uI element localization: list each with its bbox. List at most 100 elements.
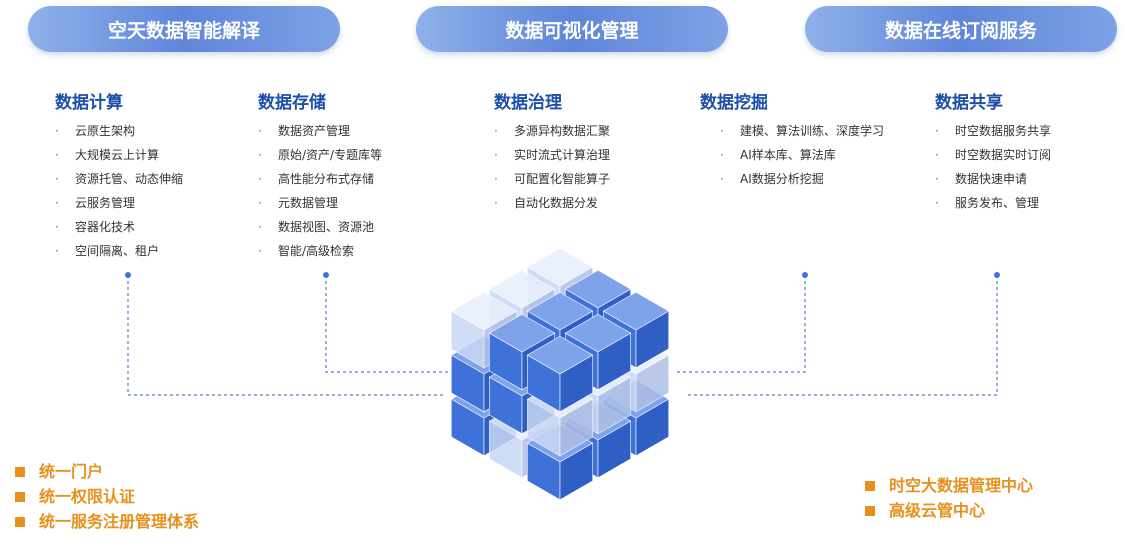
bullet-square-icon: [15, 516, 25, 527]
list-item: · 高性能分布式存储: [258, 167, 382, 191]
bullet-square-icon: [865, 505, 875, 516]
list-item: ·原始/资产/专题库等: [258, 143, 382, 167]
bullet-square-icon: [15, 466, 25, 477]
item-label: 多源异构数据汇聚: [514, 124, 611, 138]
feature-label: 时空大数据管理中心: [889, 476, 1034, 495]
item-label: 数据资产管理: [278, 124, 351, 138]
cube-face: [597, 420, 632, 479]
item-label: 云原生架构: [75, 124, 136, 138]
header-pill-interpretation: 空天数据智能解译: [28, 6, 340, 52]
list-item: · 数据资产管理: [258, 119, 382, 143]
item-label: 数据视图、资源池: [278, 220, 375, 234]
feature-item: 统一权限认证: [15, 484, 199, 509]
left-feature-list: 统一门户 统一权限认证 统一服务注册管理体系: [15, 459, 199, 534]
connector-dot: [125, 272, 131, 278]
feature-item: 统一门户: [15, 459, 199, 484]
bullet-icon: ·: [258, 244, 262, 258]
data-cube-illustration: [450, 247, 670, 501]
list-item: · 空间隔离、租户: [55, 239, 183, 263]
item-label: 资源托管、动态伸缩: [75, 172, 184, 186]
feature-label: 统一门户: [39, 462, 104, 481]
column-title: 数据计算: [55, 93, 123, 113]
item-label: 空间隔离、租户: [75, 244, 160, 258]
bullet-icon: ·: [720, 148, 724, 162]
item-label: 可配置化智能算子: [514, 172, 611, 186]
bullet-icon: ·: [494, 148, 498, 162]
bullet-square-icon: [15, 491, 25, 502]
cube-face: [597, 376, 632, 435]
list-item: · 服务发布、管理: [935, 191, 1051, 215]
header-pill-subscription: 数据在线订阅服务: [805, 6, 1117, 52]
list-item: · 云服务管理: [55, 191, 183, 215]
column-sharing: 数据共享·时空数据服务共享·时空数据实时订阅·数据快速申请·服务发布、管理: [935, 88, 1051, 215]
item-label: 智能/高级检索: [278, 244, 355, 258]
bullet-icon: ·: [494, 124, 498, 138]
list-item: ·时空数据服务共享: [935, 119, 1051, 143]
column-governance: 数据治理·多源异构数据汇聚·实时流式计算治理·可配置化智能算子·自动化数据分发: [494, 88, 610, 215]
bullet-icon: ·: [935, 124, 939, 138]
column-title: 数据挖掘: [700, 93, 768, 113]
item-label: 大规模云上计算: [75, 148, 160, 162]
list-item: · AI数据分析挖掘: [720, 167, 884, 191]
item-label: 数据快速申请: [955, 172, 1028, 186]
item-label: 高性能分布式存储: [278, 172, 375, 186]
list-item: ·实时流式计算治理: [494, 143, 610, 167]
bullet-icon: ·: [720, 124, 724, 138]
column-mining: 数据挖掘 · 建模、算法训练、深度学习 · AI样本库、算法库 · AI数据分析挖掘: [700, 88, 884, 191]
feature-item: 高级云管中心: [865, 498, 1033, 523]
bullet-icon: ·: [258, 148, 262, 162]
header-pill-visualization: 数据可视化管理: [416, 6, 728, 52]
item-label: 元数据管理: [278, 196, 339, 210]
list-item: · 资源托管、动态伸缩: [55, 167, 183, 191]
bullet-icon: ·: [258, 196, 262, 210]
cube-face: [559, 354, 594, 413]
bullet-icon: ·: [935, 196, 939, 210]
item-label: 云服务管理: [75, 196, 136, 210]
bullet-icon: ·: [55, 196, 59, 210]
cube-face: [559, 398, 594, 457]
bullet-icon: ·: [494, 172, 498, 186]
item-label: 自动化数据分发: [514, 196, 599, 210]
bullet-icon: ·: [55, 244, 59, 258]
feature-label: 统一权限认证: [39, 487, 136, 506]
list-item: ·数据视图、资源池: [258, 215, 382, 239]
connector-dot: [994, 272, 1000, 278]
bullet-icon: ·: [55, 148, 59, 162]
item-label: 时空数据实时订阅: [955, 148, 1052, 162]
bullet-icon: ·: [258, 124, 262, 138]
bullet-icon: ·: [55, 172, 59, 186]
list-item: · 可配置化智能算子: [494, 167, 610, 191]
list-item: · 数据快速申请: [935, 167, 1051, 191]
bullet-square-icon: [865, 480, 875, 491]
feature-label: 统一服务注册管理体系: [39, 512, 200, 531]
connector-dot: [323, 272, 329, 278]
list-item: · 时空数据实时订阅: [935, 143, 1051, 167]
list-item: · 云原生架构: [55, 119, 183, 143]
bullet-icon: ·: [55, 124, 59, 138]
bullet-icon: ·: [55, 220, 59, 234]
bullet-icon: ·: [935, 172, 939, 186]
item-label: 容器化技术: [75, 220, 136, 234]
column-compute: 数据计算 · 云原生架构 · 大规模云上计算 · 资源托管、动态伸缩 · 云服务管理 · 容器化技术…: [55, 88, 183, 263]
cube-face: [597, 332, 632, 391]
feature-item: 统一服务注册管理体系: [15, 509, 199, 534]
bullet-icon: ·: [720, 172, 724, 186]
list-item: · 智能/高级检索: [258, 239, 382, 263]
cube-block: [526, 335, 594, 413]
right-feature-list: 时空大数据管理中心 高级云管中心: [865, 473, 1033, 523]
bullet-icon: ·: [258, 172, 262, 186]
item-label: AI样本库、算法库: [740, 148, 836, 162]
connector-sharing: [685, 275, 998, 396]
bullet-icon: ·: [935, 148, 939, 162]
list-item: · 多源异构数据汇聚: [494, 119, 610, 143]
list-item: · 建模、算法训练、深度学习: [720, 119, 884, 143]
cube-face: [635, 398, 670, 457]
item-label: 服务发布、管理: [955, 196, 1040, 210]
cube-face: [559, 442, 594, 501]
connector-compute: [127, 275, 445, 396]
cube-face: [635, 354, 670, 413]
item-label: AI数据分析挖掘: [740, 172, 824, 186]
list-item: · 元数据管理: [258, 191, 382, 215]
item-label: 建模、算法训练、深度学习: [740, 124, 885, 138]
feature-item: 时空大数据管理中心: [865, 473, 1033, 498]
